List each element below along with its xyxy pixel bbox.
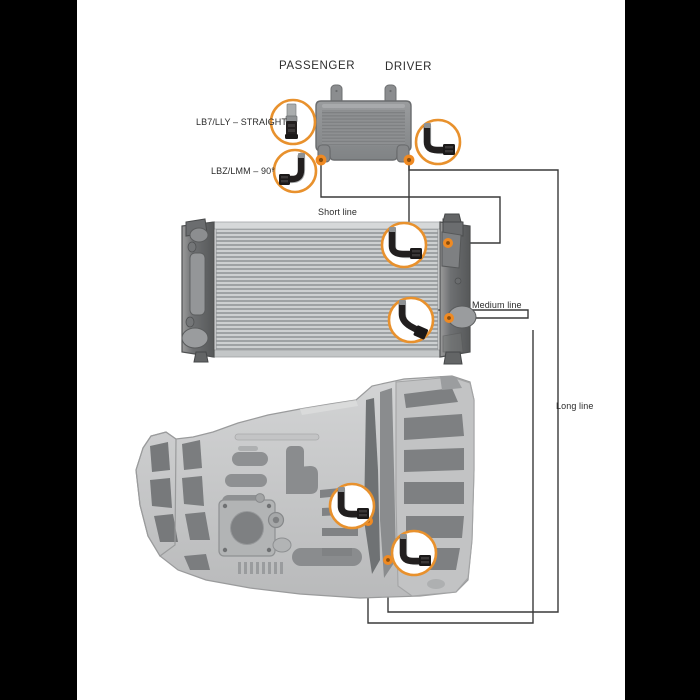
transmission xyxy=(135,375,475,599)
label-long-line: Long line xyxy=(556,401,594,411)
callout-trans-lower xyxy=(390,529,438,577)
callout-cooler-upper xyxy=(380,221,428,269)
label-driver: DRIVER xyxy=(385,61,433,73)
label-fitting-straight: LB7/LLY – STRAIGHT xyxy=(196,117,288,127)
callout-trans-upper xyxy=(328,482,376,530)
callout-driver-fitting xyxy=(414,118,462,166)
letterbox-left xyxy=(0,0,77,700)
intercooler-ports xyxy=(443,238,454,323)
transmission-cooler xyxy=(315,84,412,163)
callout-90-fitting xyxy=(272,148,318,194)
callout-cooler-lower xyxy=(387,296,435,344)
label-medium-line: Medium line xyxy=(472,300,522,310)
intercooler xyxy=(181,213,477,365)
letterbox-right xyxy=(625,0,700,700)
cooler-ports xyxy=(315,154,415,166)
callout-straight-fitting xyxy=(269,98,317,146)
label-fitting-90: LBZ/LMM – 90° xyxy=(211,166,275,176)
short-line-path xyxy=(320,163,501,244)
label-leaders xyxy=(269,121,274,172)
label-short-line: Short line xyxy=(318,207,358,217)
label-passenger: PASSENGER xyxy=(279,60,356,72)
long-line-path xyxy=(387,163,559,613)
